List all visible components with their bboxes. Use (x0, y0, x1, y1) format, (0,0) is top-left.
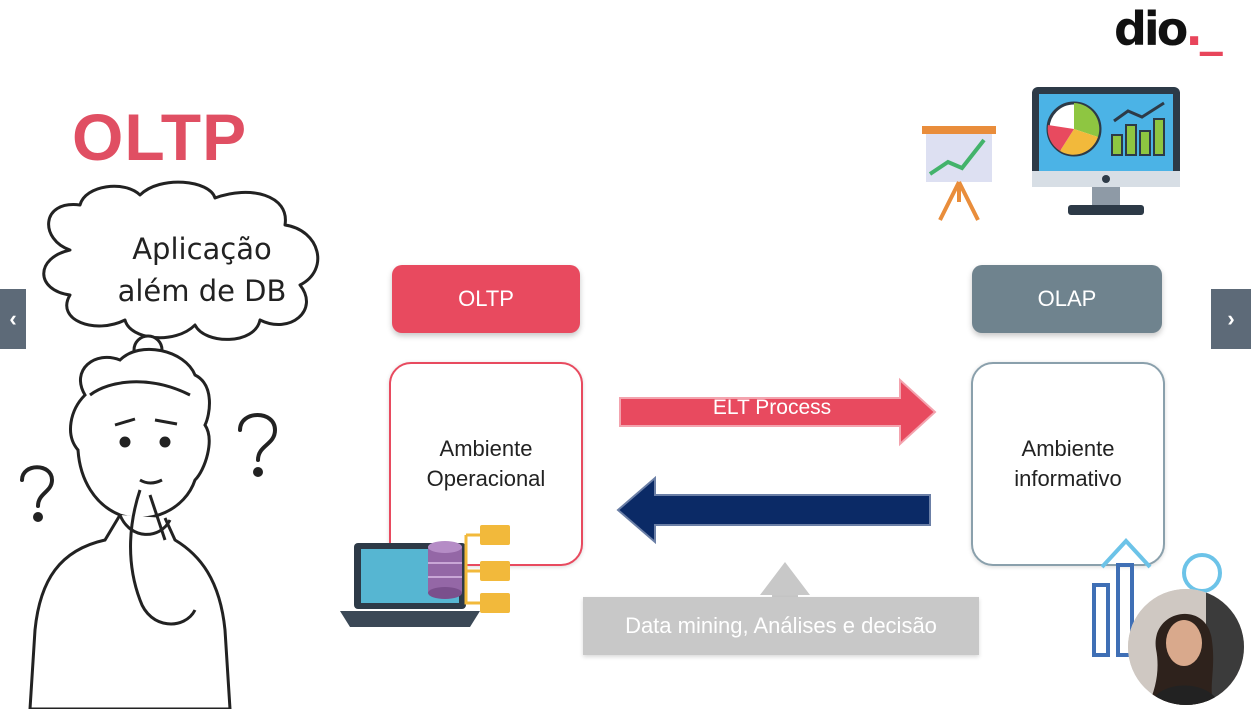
chart-board-icon (922, 126, 996, 221)
arrow-left-icon (616, 475, 931, 545)
folder-icon (464, 525, 510, 613)
dio-logo: dio._ (1114, 6, 1223, 52)
oltp-header-box: OLTP (392, 265, 580, 333)
logo-dot: ._ (1185, 2, 1223, 56)
thought-line-1: Aplicação (132, 232, 272, 266)
database-icon (428, 541, 462, 599)
presentation-board-illustration (922, 126, 996, 221)
process-arrows (616, 377, 937, 602)
olap-header-label: OLAP (1037, 286, 1097, 311)
thinking-person-illustration (20, 180, 320, 709)
person-head-icon (69, 347, 211, 520)
informative-environment-box: Ambiente informativo (971, 362, 1165, 566)
person-body-icon (28, 489, 232, 709)
olap-box-line-1: Ambiente (1021, 436, 1115, 461)
olap-box-line-2: informativo (1014, 466, 1122, 491)
olap-header-box: OLAP (972, 265, 1162, 333)
oltp-box-line-1: Ambiente (439, 436, 533, 461)
next-slide-button[interactable]: › (1211, 289, 1251, 349)
presenter-webcam (1128, 589, 1244, 705)
chevron-right-icon: › (1227, 306, 1235, 331)
laptop-database-illustration (340, 525, 510, 627)
monitor-dashboard-illustration (1032, 87, 1180, 215)
pie-chart-icon (1046, 101, 1102, 157)
slide-title: OLTP (72, 100, 248, 174)
chevron-left-icon: ‹ (9, 306, 17, 331)
bar-chart-icon (1111, 101, 1165, 156)
logo-text: dio (1114, 2, 1188, 56)
oltp-header-label: OLTP (458, 286, 514, 311)
thought-bubble-text: Aplicação além de DB (92, 228, 312, 312)
question-mark-icon (20, 413, 278, 522)
thought-line-2: além de DB (117, 274, 287, 308)
data-mining-box: Data mining, Análises e decisão (583, 597, 979, 655)
data-mining-label: Data mining, Análises e decisão (625, 613, 937, 638)
oltp-box-line-2: Operacional (426, 466, 546, 491)
elt-process-label: ELT Process (712, 396, 832, 419)
presenter-avatar-icon (1128, 589, 1244, 705)
arrow-up-icon (760, 562, 810, 602)
arrow-right-icon (619, 377, 937, 447)
prev-slide-button[interactable]: ‹ (0, 289, 26, 349)
